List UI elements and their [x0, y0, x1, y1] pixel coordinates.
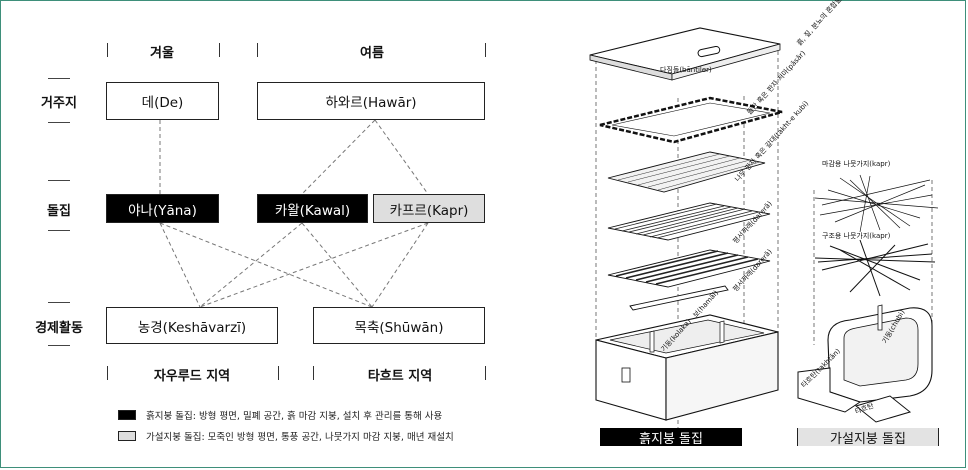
plank-layer: [607, 151, 766, 193]
row-label-rule: [48, 180, 70, 181]
row-label-residence: 거주지: [41, 96, 77, 111]
temp-roof-base: [797, 304, 933, 423]
box-hawar: 하와르(Hawār): [257, 82, 485, 120]
header-summer: 여름: [360, 46, 384, 61]
region-left: 자우루드 지역: [153, 369, 231, 384]
row-label-economy: 경제활동: [35, 321, 83, 336]
row-label-dwelling: 돌집: [47, 204, 71, 219]
rafter-layer-1: [607, 202, 771, 241]
label-finish-branch: 마감용 나뭇가지(kapr): [822, 159, 891, 168]
legend-swatch-grey: [118, 431, 136, 441]
box-kapr: 카프르(Kapr): [373, 194, 485, 223]
row-label-rule: [48, 122, 70, 123]
structural-branches: [814, 239, 936, 297]
header-winter: 겨울: [150, 46, 174, 61]
earth-roof-base: [595, 314, 779, 421]
label-rafter-2: 평서까래(darerā): [731, 247, 774, 293]
region-tick: [485, 366, 486, 380]
rafter-layer-2: [607, 249, 771, 288]
box-pastoral: 목축(Shūwān): [313, 307, 485, 344]
earth-top-layer: [589, 27, 781, 81]
finish-branches: [814, 174, 939, 233]
box-yana: 야나(Yāna): [106, 194, 219, 223]
header-tick: [107, 43, 108, 57]
legend-swatch-black: [118, 410, 136, 420]
row-label-rule: [48, 345, 70, 346]
legend-earth-roof: 흙지붕 돌집: 방형 평면, 밀폐 공간, 흙 마감 지붕, 설치 후 관리를 …: [146, 411, 443, 422]
beam: [629, 285, 729, 311]
row-label-rule: [48, 302, 70, 303]
row-label-rule: [48, 78, 70, 79]
header-tick: [257, 43, 258, 57]
legend-temp-roof: 가설지붕 돌집: 모죽인 방형 평면, 통풍 공간, 나뭇가지 마감 지붕, 매…: [146, 432, 454, 443]
region-right: 타흐트 지역: [367, 369, 433, 384]
caption-temp-roof: 가설지붕 돌집: [797, 428, 939, 447]
label-roller: 다짐돌(bāntiler): [660, 65, 712, 74]
region-tick: [107, 366, 108, 380]
box-de: 데(De): [106, 82, 219, 120]
label-earth-mix: 흙, 짚, 분뇨의 혼합물(gelebān): [795, 0, 866, 47]
stone-edge-layer: [599, 96, 783, 144]
box-kawal: 카왈(Kawal): [257, 194, 368, 223]
exploded-axonometric: 흙, 짚, 분뇨의 혼합물(gelebān) 다짐돌(bāntiler) 돌판 …: [589, 0, 939, 430]
label-struct-branch: 구조용 나뭇가지(kapr): [822, 231, 891, 240]
row-label-rule: [48, 230, 70, 231]
region-tick: [313, 366, 314, 380]
region-tick: [278, 366, 279, 380]
header-tick: [219, 43, 220, 57]
box-agriculture: 농경(Keshāvarzī): [106, 307, 278, 344]
caption-earth-roof: 흙지붕 돌집: [600, 428, 742, 447]
header-tick: [485, 43, 486, 57]
